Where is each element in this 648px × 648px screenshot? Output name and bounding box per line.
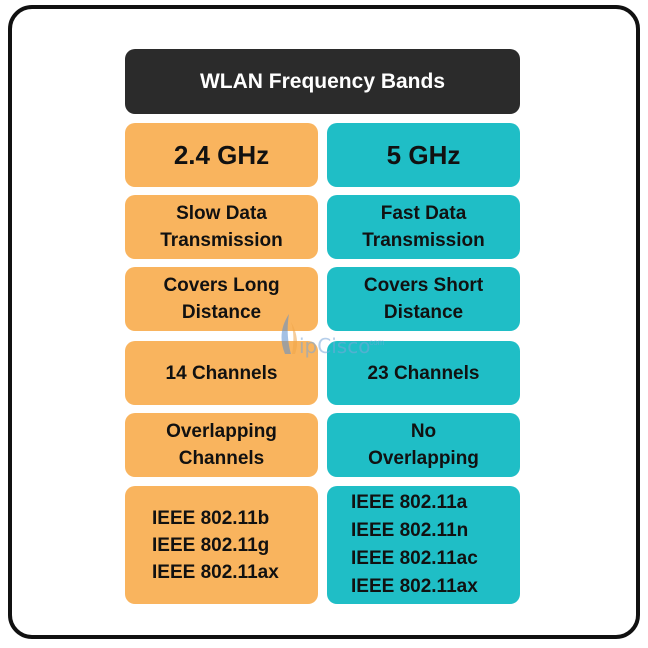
band-2-4-header: 2.4 GHz (125, 123, 318, 187)
band-2-4-standards: IEEE 802.11b IEEE 802.11g IEEE 802.11ax (125, 486, 318, 604)
band-5-standards: IEEE 802.11a IEEE 802.11n IEEE 802.11ac … (327, 486, 520, 604)
watermark-text: ipCisco (299, 334, 371, 358)
diagram-title: WLAN Frequency Bands (125, 49, 520, 114)
watermark-logo: ipCisco .com (275, 312, 395, 362)
sail-icon (281, 314, 298, 354)
watermark-suffix: .com (367, 338, 385, 347)
band-5-channels: 23 Channels (327, 341, 520, 405)
band-5-header: 5 GHz (327, 123, 520, 187)
